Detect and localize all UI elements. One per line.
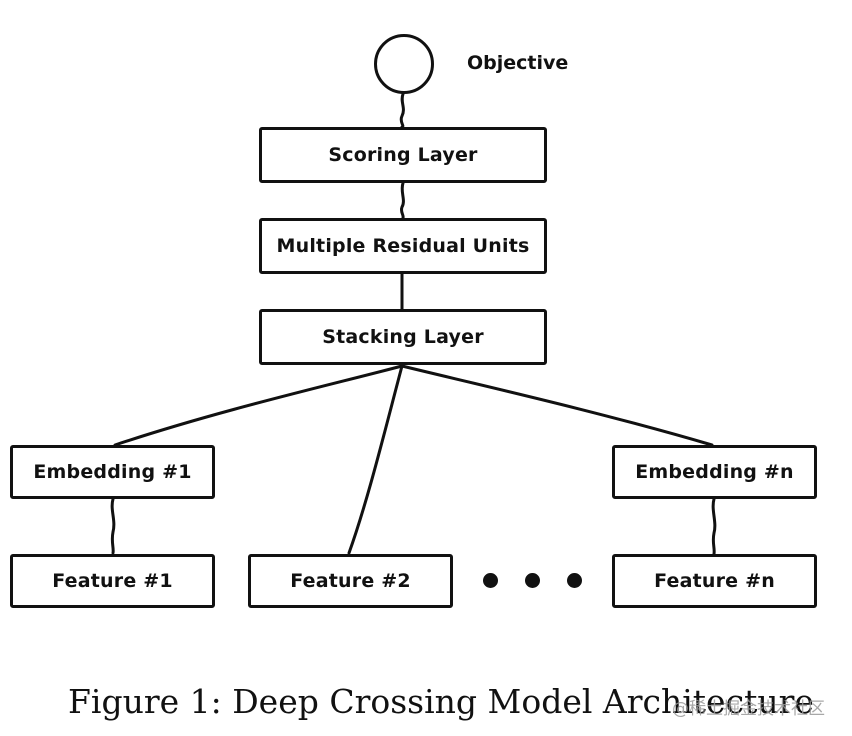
ellipsis-dot bbox=[483, 573, 498, 588]
edge-embedding1-to-stacking bbox=[113, 364, 404, 447]
feature-1-box: Feature #1 bbox=[10, 554, 215, 608]
watermark: @稀土掘金技术社区 bbox=[672, 699, 825, 719]
stacking-layer-box: Stacking Layer bbox=[259, 309, 547, 365]
feature-n-box: Feature #n bbox=[612, 554, 817, 608]
objective-node bbox=[374, 34, 434, 94]
ellipsis-dot bbox=[567, 573, 582, 588]
edge-residual-to-scoring bbox=[399, 181, 405, 220]
residual-units-box: Multiple Residual Units bbox=[259, 218, 547, 274]
ellipsis-dot bbox=[525, 573, 540, 588]
feature-2-box: Feature #2 bbox=[248, 554, 453, 608]
scoring-layer-box: Scoring Layer bbox=[259, 127, 547, 183]
embedding-n-box: Embedding #n bbox=[612, 445, 817, 499]
edge-embeddingn-to-stacking bbox=[400, 364, 714, 447]
edge-scoring-to-objective bbox=[399, 92, 405, 129]
figure-caption: Figure 1: Deep Crossing Model Architectu… bbox=[68, 682, 814, 721]
edge-feature2-to-stacking bbox=[347, 364, 404, 555]
objective-label: Objective bbox=[467, 52, 569, 74]
embedding-1-box: Embedding #1 bbox=[10, 445, 215, 499]
edge-feature1-to-embedding1 bbox=[110, 497, 116, 555]
edge-featuren-to-embeddingn bbox=[711, 497, 717, 556]
